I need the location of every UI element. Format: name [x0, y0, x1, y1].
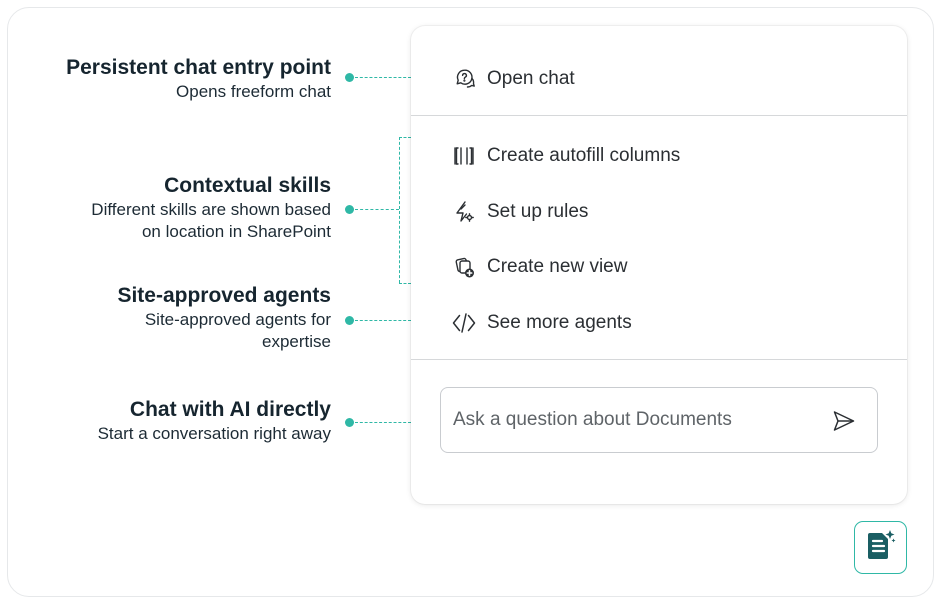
connector-dot [345, 418, 354, 427]
connector-line [355, 320, 411, 321]
divider [411, 115, 907, 116]
connector-bracket [399, 137, 400, 283]
annotation-title: Chat with AI directly [129, 398, 331, 421]
set-up-rules-button[interactable]: Set up rules [451, 197, 588, 227]
send-icon[interactable] [831, 408, 857, 434]
annotation-site-agents: Site-approved agents Site-approved agent… [117, 283, 331, 353]
connector-bracket-bottom [399, 283, 411, 284]
set-up-rules-label: Set up rules [487, 201, 589, 222]
create-new-view-button[interactable]: Create new view [451, 252, 627, 282]
annotation-desc: on location in SharePoint [141, 222, 331, 241]
copilot-button[interactable] [854, 521, 907, 574]
create-autofill-columns-button[interactable]: Create autofill columns [451, 141, 680, 171]
connector-bracket-top [399, 137, 411, 138]
create-new-view-label: Create new view [487, 256, 628, 277]
annotation-desc: Site-approved agents for [144, 310, 331, 329]
connector-dot [345, 73, 354, 82]
open-chat-button[interactable]: Open chat [451, 64, 575, 94]
connector-line [355, 209, 399, 210]
annotation-title: Persistent chat entry point [66, 56, 331, 79]
ask-input-container [440, 387, 878, 453]
annotation-chat-ai: Chat with AI directly Start a conversati… [98, 397, 331, 445]
copilot-icon [866, 529, 896, 566]
annotation-contextual-skills: Contextual skills Different skills are s… [91, 173, 331, 243]
annotation-title: Contextual skills [164, 174, 331, 197]
annotation-desc: expertise [262, 332, 331, 351]
annotation-desc: Start a conversation right away [97, 424, 331, 443]
see-more-agents-label: See more agents [487, 312, 632, 333]
copilot-panel: Open chat Create autofill columns Set up… [411, 26, 907, 504]
new-view-icon [451, 254, 477, 280]
chat-question-icon [451, 66, 477, 92]
connector-line [355, 77, 411, 78]
rules-icon [451, 199, 477, 225]
annotation-desc: Different skills are shown based [91, 200, 331, 219]
open-chat-label: Open chat [487, 68, 575, 89]
agents-icon [451, 310, 477, 336]
create-autofill-columns-label: Create autofill columns [487, 145, 681, 166]
annotation-title: Site-approved agents [117, 284, 331, 307]
ask-input[interactable] [453, 409, 813, 431]
connector-line [355, 422, 411, 423]
see-more-agents-button[interactable]: See more agents [451, 308, 632, 338]
connector-dot [345, 316, 354, 325]
annotation-chat-entry: Persistent chat entry point Opens freefo… [66, 55, 331, 103]
annotation-desc: Opens freeform chat [176, 82, 331, 101]
divider [411, 359, 907, 360]
connector-dot [345, 205, 354, 214]
autofill-columns-icon [451, 143, 477, 169]
